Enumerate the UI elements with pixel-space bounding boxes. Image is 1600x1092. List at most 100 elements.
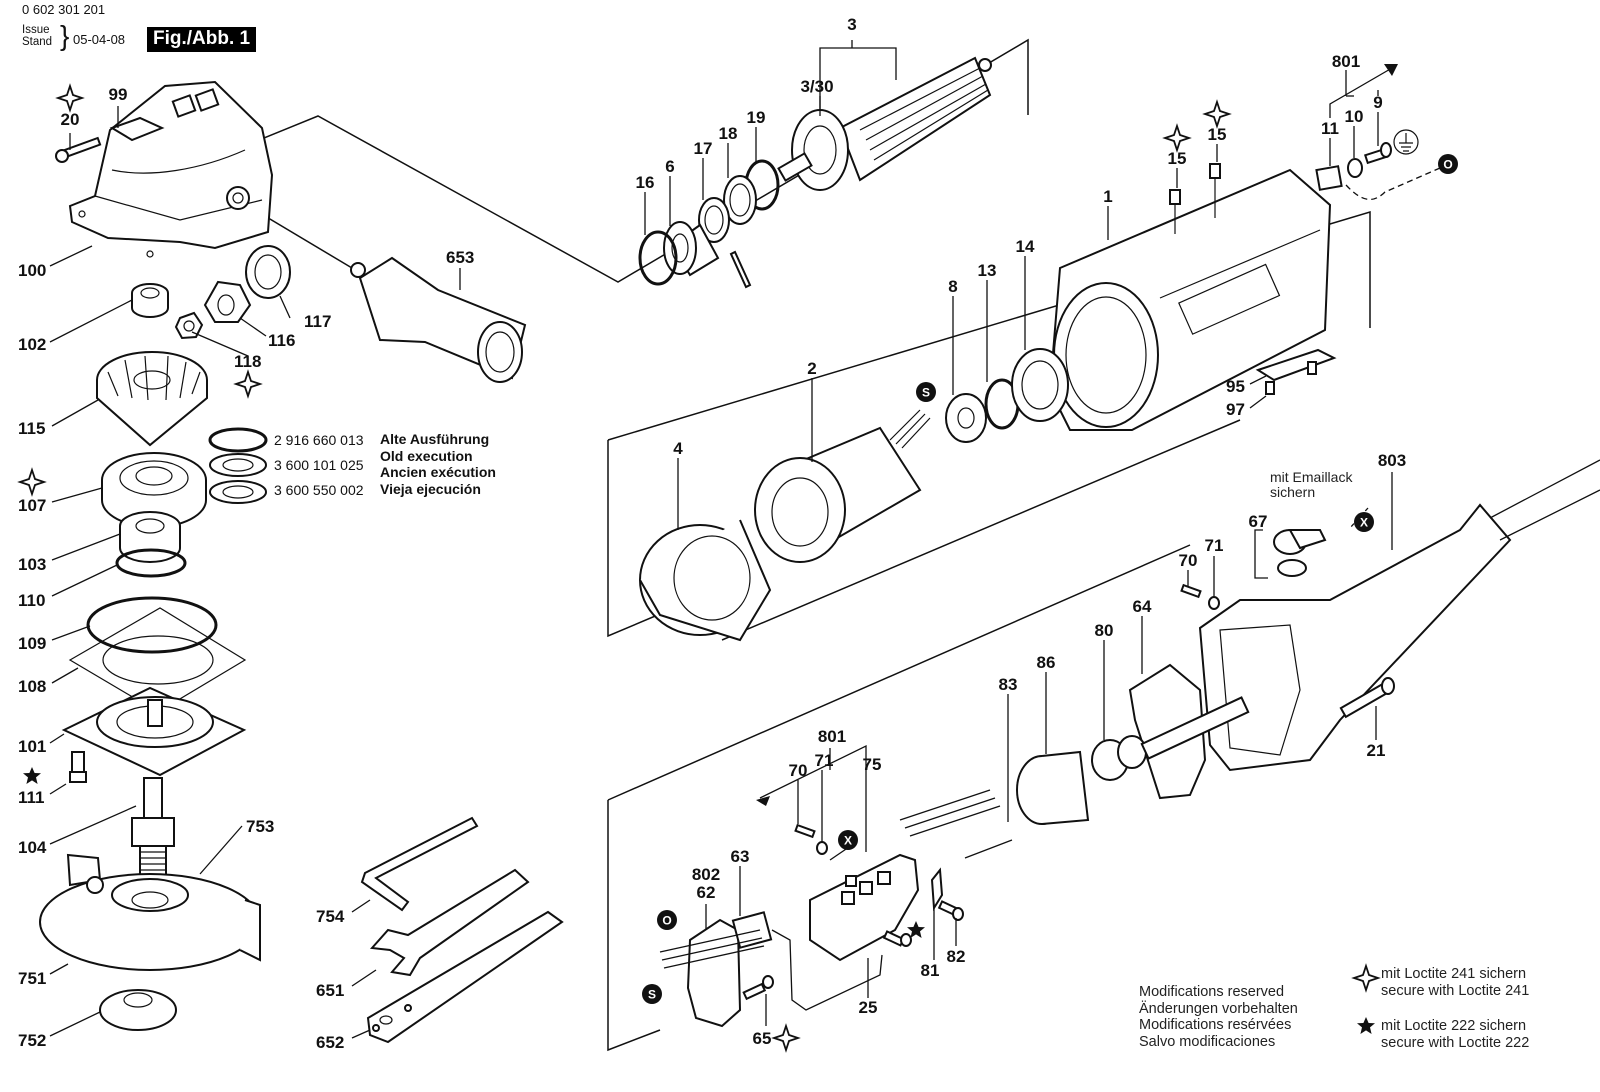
assembly-frame-lines	[209, 38, 1371, 1052]
frame-switch-top	[607, 544, 1191, 801]
modifications-en: Modifications reserved	[1139, 984, 1285, 1000]
screw-65	[742, 975, 774, 1001]
callout-17: 17	[694, 139, 713, 158]
callout-20: 20	[61, 110, 80, 129]
old-part-number: 2 916 660 013	[274, 432, 364, 448]
frame-armature	[209, 38, 1029, 283]
brush-holder-86	[1016, 750, 1090, 825]
callout-100: 100	[18, 261, 46, 280]
old-exec-fr: Ancien exécution	[380, 464, 496, 480]
callout-754: 754	[316, 907, 345, 926]
callout-8: 8	[948, 277, 957, 296]
callout-802: 802	[692, 865, 720, 884]
callout-16: 16	[636, 173, 655, 192]
callout-18: 18	[719, 124, 738, 143]
loctite241-icon-118	[235, 371, 261, 397]
ball-bearing-6	[663, 221, 720, 277]
callout-651: 651	[316, 981, 344, 1000]
nameplate-95	[1255, 348, 1337, 382]
o-ring-109	[86, 596, 218, 654]
callout-25: 25	[859, 998, 878, 1017]
svg-text:O: O	[662, 914, 671, 928]
label-plate	[109, 116, 165, 142]
legend-loctite241-icon	[1353, 965, 1379, 991]
callout-6: 6	[665, 157, 674, 176]
bearing-flange-107	[101, 452, 207, 528]
field-housing-1	[1048, 168, 1332, 431]
callout-104: 104	[18, 838, 47, 857]
badge-x-handle: X	[1354, 512, 1374, 532]
open-wrench-651	[369, 868, 530, 977]
callout-70-switch: 70	[789, 761, 808, 780]
washer-10	[1347, 158, 1363, 178]
callout-67: 67	[1249, 512, 1268, 531]
callout-751: 751	[18, 969, 46, 988]
callout-801-top: 801	[1332, 52, 1360, 71]
spindle-104	[131, 777, 175, 881]
loctite241-icon-107	[19, 469, 45, 495]
badge-s-switch: S	[642, 984, 662, 1004]
badge-o-ground: O	[1438, 154, 1458, 174]
callout-75: 75	[863, 755, 882, 774]
o-ring-16	[638, 230, 678, 286]
wire-25	[771, 929, 883, 1011]
callout-752: 752	[18, 1031, 46, 1050]
callout-63: 63	[731, 847, 750, 866]
callout-62: 62	[697, 883, 716, 902]
field-coil-2	[754, 409, 931, 563]
modifications-de: Änderungen vorbehalten	[1139, 1000, 1298, 1017]
callout-86: 86	[1037, 653, 1056, 672]
screw-9	[1363, 142, 1392, 165]
callout-109: 109	[18, 634, 46, 653]
callout-71-switch: 71	[815, 751, 834, 770]
callout-803: 803	[1378, 451, 1406, 470]
nut-118	[174, 311, 204, 340]
callout-116: 116	[268, 331, 295, 350]
bushing-102	[131, 283, 169, 318]
tool-pin	[729, 250, 752, 289]
callout-11: 11	[1321, 119, 1339, 138]
callout-111: 111	[18, 788, 45, 807]
old-execution-part-numbers: 2 916 660 013 3 600 101 025 3 600 550 00…	[274, 431, 384, 506]
callout-82: 82	[947, 947, 966, 966]
callout-3: 3	[847, 15, 856, 34]
washer-18	[723, 175, 757, 225]
callout-15a: 15	[1168, 149, 1187, 168]
callout-99: 99	[109, 85, 128, 104]
callout-10: 10	[1345, 107, 1364, 126]
callout-652: 652	[316, 1033, 344, 1052]
screw-111	[69, 751, 87, 783]
legend-loctite222-de: mit Loctite 222 sichern	[1381, 1018, 1527, 1034]
bevel-gear-115	[96, 351, 208, 447]
callout-64: 64	[1133, 597, 1152, 616]
callout-19: 19	[747, 108, 766, 127]
set-screws-15	[1169, 163, 1221, 234]
leader-lines	[49, 40, 1393, 1039]
legend-loctite241-en: secure with Loctite 241	[1381, 982, 1530, 999]
ground-clamp-11	[1315, 165, 1343, 191]
callout-1: 1	[1103, 187, 1112, 206]
switch-75	[809, 853, 920, 962]
svg-text:X: X	[844, 834, 852, 848]
badge-s-motor: S	[916, 382, 936, 402]
callout-101: 101	[18, 737, 46, 756]
svg-text:S: S	[922, 386, 930, 400]
brace-glyph: }	[60, 20, 70, 51]
frame-field-top	[607, 210, 1371, 441]
screw-21	[1339, 677, 1395, 719]
handle-housing-803	[1198, 459, 1600, 772]
strain-relief-67	[1273, 529, 1327, 577]
callout-117: 117	[304, 312, 331, 331]
old-exec-es: Vieja ejecución	[380, 480, 481, 497]
callout-118: 118	[234, 352, 261, 371]
frame-field-left	[607, 440, 661, 638]
callout-115: 115	[18, 419, 45, 438]
callout-653: 653	[446, 248, 474, 267]
screw-70-switch	[794, 823, 816, 839]
tool-part-number: 0 602 301 201	[22, 2, 106, 17]
modifications-es: Salvo modificaciones	[1139, 1033, 1276, 1050]
callout-14: 14	[1016, 237, 1035, 256]
callout-21: 21	[1367, 741, 1386, 760]
legend-loctite241-de: mit Loctite 241 sichern	[1381, 966, 1527, 982]
legend-loctite241: mit Loctite 241 sichern secure with Loct…	[1381, 966, 1529, 999]
